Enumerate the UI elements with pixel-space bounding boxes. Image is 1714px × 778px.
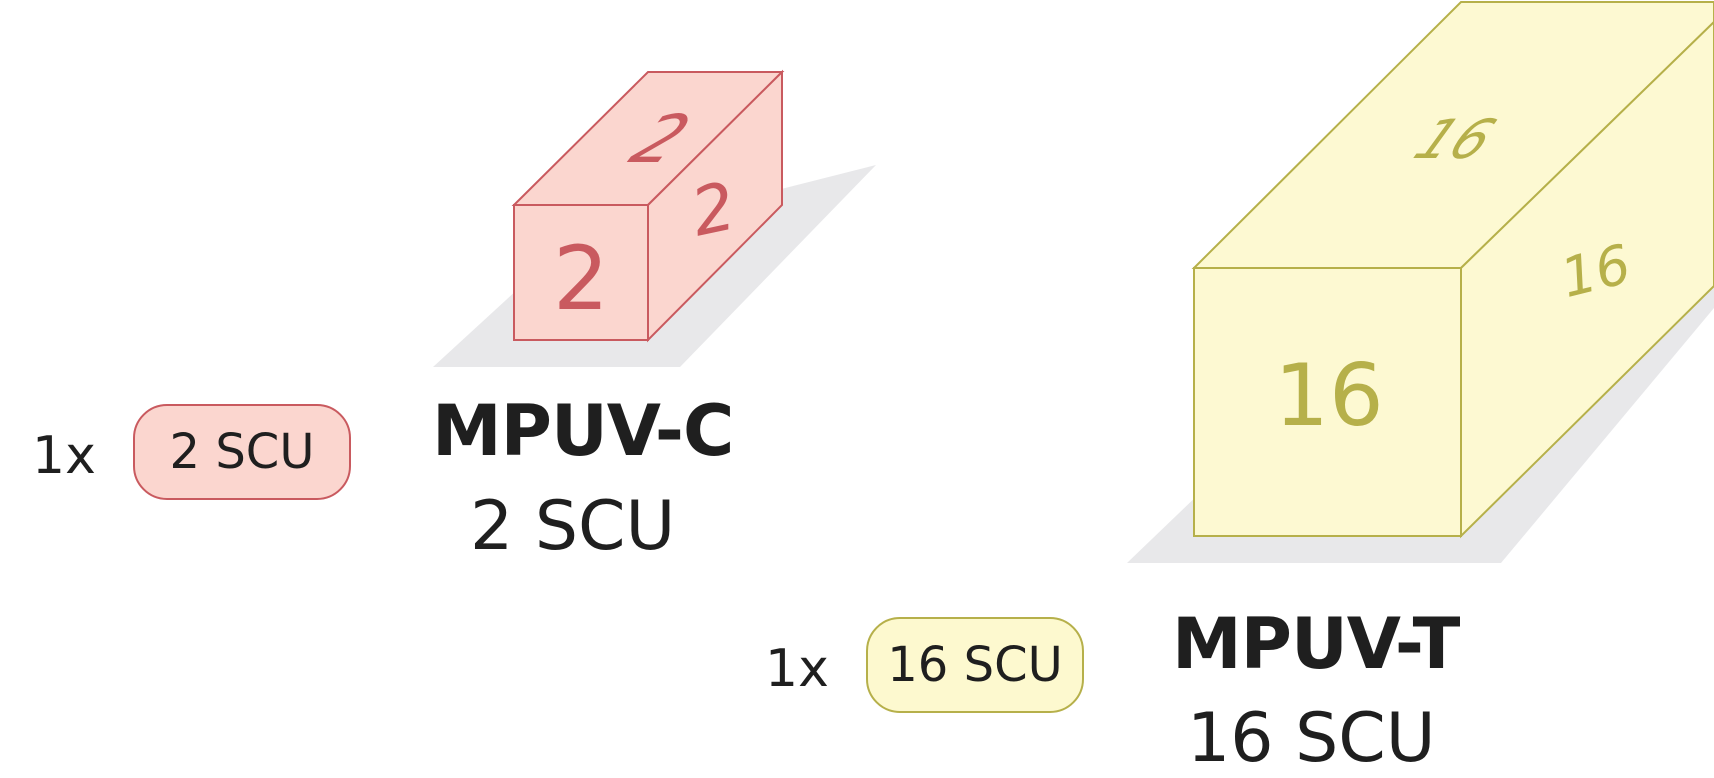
large-box-scu-pill: 16 SCU bbox=[866, 617, 1084, 713]
large-box-quantity: 1x bbox=[765, 639, 829, 699]
small-box-model-name: MPUV-C bbox=[432, 390, 734, 472]
small-box-quantity: 1x bbox=[32, 426, 96, 486]
small-box-front-number: 2 bbox=[553, 227, 609, 330]
small-box-front-face bbox=[513, 204, 649, 341]
large-box-front-face bbox=[1193, 267, 1462, 537]
large-box-model-name: MPUV-T bbox=[1172, 603, 1460, 685]
small-box-scu-pill: 2 SCU bbox=[133, 404, 351, 500]
small-box: 2 2 2 bbox=[511, 69, 785, 343]
large-box-model-capacity: 16 SCU bbox=[1187, 699, 1436, 778]
large-box-front-number: 16 bbox=[1274, 346, 1383, 446]
large-box: 16 16 16 bbox=[1191, 1, 1714, 539]
small-box-model-capacity: 2 SCU bbox=[470, 487, 676, 566]
